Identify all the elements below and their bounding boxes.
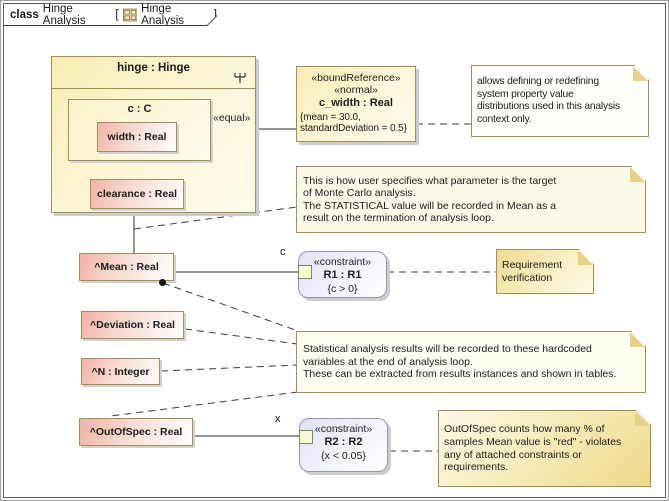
tab-close-bracket: ]: [213, 8, 217, 21]
cwidth-bound-reference-box[interactable]: «boundReference» «normal» c_width : Real…: [296, 66, 416, 142]
part-c-name: c : C: [127, 103, 152, 115]
anchor-connector-to-monte-carlo-note[interactable]: [133, 206, 298, 230]
part-c-box[interactable]: c : C width : Real: [68, 99, 211, 161]
note-line: This is how user specifies what paramete…: [303, 174, 557, 187]
r2-name: R2 : R2: [324, 436, 363, 448]
outofspec-value-box[interactable]: ^OutOfSpec : Real: [79, 418, 193, 446]
mean-value-label: ^Mean : Real: [94, 261, 159, 273]
r2-expression: {x < 0.05}: [321, 450, 366, 462]
outofspec-note[interactable]: OutOfSpec counts how many % of samples M…: [438, 410, 651, 487]
r1-expression: {c > 0}: [327, 283, 358, 295]
outofspec-value-label: ^OutOfSpec : Real: [89, 426, 183, 438]
r2-constraint-box[interactable]: «constraint» R2 : R2 {x < 0.05}: [299, 418, 388, 472]
clearance-property-label: clearance : Real: [97, 188, 177, 200]
structure-rake-icon: [234, 73, 246, 83]
n-value-label: ^N : Integer: [91, 365, 150, 378]
diagram-kind-label: class: [10, 8, 39, 21]
note-line: result on the termination of analysis lo…: [303, 212, 494, 224]
equal-stereotype-label: «equal»: [213, 112, 251, 124]
note-line: distributions used in this analysis: [477, 101, 620, 112]
note-line: of Monte Carlo analysis.: [303, 187, 416, 199]
note-line: Requirement: [502, 258, 563, 271]
note-line: These can be extracted from results inst…: [303, 368, 617, 381]
r1-parameter-port[interactable]: [298, 265, 312, 279]
cwidth-tag-mean: {mean = 30.0,: [300, 112, 361, 123]
r1-stereotype: «constraint»: [313, 256, 372, 268]
note-line: samples Mean value is "red" - violates: [444, 435, 622, 448]
r2-parameter-port[interactable]: [299, 430, 313, 444]
cwidth-tag-stddev: standardDeviation = 0.5}: [300, 123, 407, 134]
note-line: verification: [502, 271, 553, 284]
note-line: variables at the end of analysis loop.: [303, 355, 473, 368]
statistical-note[interactable]: Statistical analysis results will be rec…: [296, 331, 646, 393]
anchor-mean-to-statistical-note[interactable]: [162, 282, 302, 333]
cwidth-name: c_width : Real: [319, 97, 393, 109]
anchor-n-to-statistical-note[interactable]: [160, 364, 298, 372]
r1-constraint-box[interactable]: «constraint» R1 : R1 {c > 0}: [298, 251, 387, 298]
mean-value-box[interactable]: ^Mean : Real: [79, 253, 174, 281]
clearance-property-box[interactable]: clearance : Real: [90, 179, 184, 209]
note-line: any of attached constraints or: [444, 448, 582, 461]
requirement-note[interactable]: Requirement verification: [496, 249, 594, 294]
r1-name: R1 : R1: [323, 269, 362, 281]
note-line: requirements.: [444, 461, 509, 474]
anchor-dot: [159, 279, 166, 286]
deviation-value-box[interactable]: ^Deviation : Real: [81, 311, 184, 339]
width-property-box[interactable]: width : Real: [97, 122, 177, 152]
width-property-label: width : Real: [107, 131, 167, 143]
r1-parameter-label: c: [280, 246, 286, 258]
note-line: The STATISTICAL value will be recorded i…: [303, 199, 557, 212]
diagram-tab[interactable]: class Hinge Analysis [ Hinge Analysis ]: [4, 4, 217, 25]
normal-stereotype: «normal»: [334, 84, 378, 96]
diagram-title: Hinge Analysis: [42, 2, 86, 27]
r2-parameter-label: x: [275, 413, 281, 425]
tab-open-bracket: [: [115, 8, 119, 21]
r2-stereotype: «constraint»: [314, 423, 373, 435]
note-line: allows defining or redefining: [477, 76, 599, 87]
bound-reference-stereotype: «boundReference»: [311, 72, 401, 84]
anchor-statistical-note-to-outofspec[interactable]: [110, 391, 299, 417]
note-line: context only.: [477, 113, 532, 125]
note-line: OutOfSpec counts how many % of: [444, 423, 605, 436]
anchor-deviation-to-statistical-note[interactable]: [184, 328, 298, 345]
hinge-block-name: hinge : Hinge: [117, 62, 190, 74]
hinge-block[interactable]: hinge : Hinge c : C width : Real clearan…: [51, 56, 256, 213]
note-line: Statistical analysis results will be rec…: [303, 343, 592, 356]
monte-carlo-note[interactable]: This is how user specifies what paramete…: [296, 166, 646, 233]
note-line: system property value: [477, 88, 574, 100]
diagram-context-name: Hinge Analysis: [141, 2, 184, 27]
allows-note[interactable]: allows defining or redefining system pro…: [471, 65, 649, 137]
class-diagram-icon: [122, 8, 138, 21]
n-value-box[interactable]: ^N : Integer: [81, 358, 160, 385]
deviation-value-label: ^Deviation : Real: [90, 319, 175, 331]
